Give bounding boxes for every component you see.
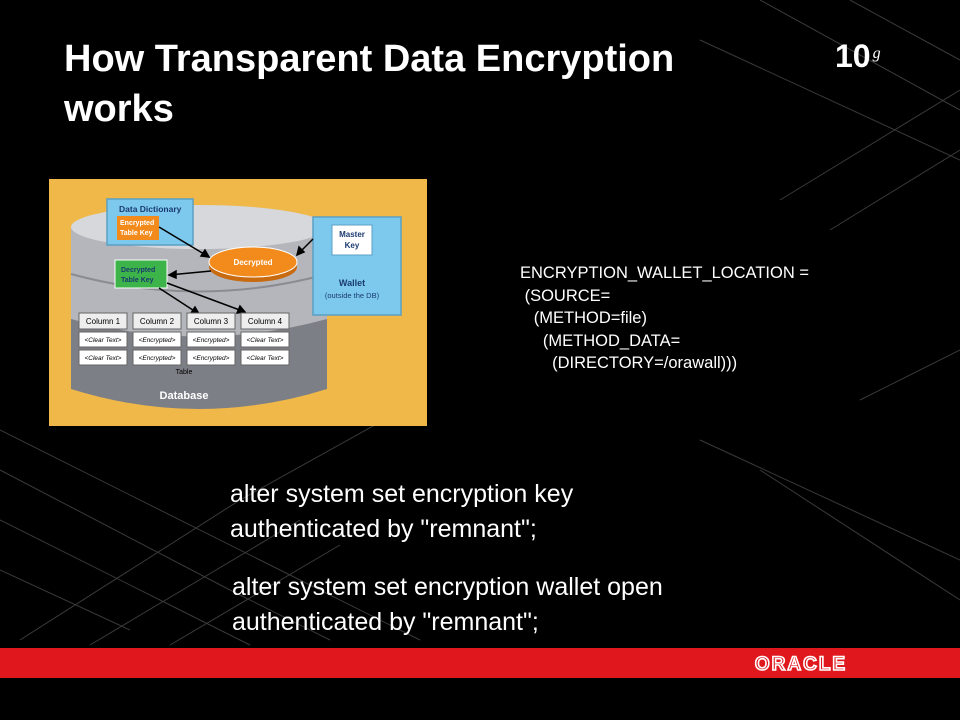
cell-r2-c2: <Encrypted> bbox=[139, 355, 176, 362]
master-key-label-2: Key bbox=[345, 241, 360, 250]
decrypted-ellipse bbox=[208, 246, 298, 278]
master-key-label-1: Master bbox=[339, 230, 365, 239]
table-grid bbox=[78, 312, 290, 366]
wallet-note: (outside the DB) bbox=[325, 291, 380, 300]
database-label: Database bbox=[160, 390, 209, 402]
command-open-wallet: alter system set encryption wallet open … bbox=[232, 573, 663, 636]
decrypted-table-key-box bbox=[114, 259, 168, 289]
encrypted-key-label-1: Encrypted bbox=[120, 220, 154, 227]
decrypted-label: Decrypted bbox=[233, 258, 272, 267]
column-header-4: Column 4 bbox=[248, 317, 283, 326]
oracle-logo-text: ORACLE bbox=[755, 654, 847, 675]
data-dictionary-label: Data Dictionary bbox=[119, 204, 182, 214]
footer-bar bbox=[0, 648, 960, 678]
cell-r1-c2: <Encrypted> bbox=[139, 337, 176, 344]
column-header-2: Column 2 bbox=[140, 317, 175, 326]
encrypted-table-key-box bbox=[117, 216, 159, 240]
cell-r2-c1: <Clear Text> bbox=[85, 355, 122, 362]
wallet-config-code: ENCRYPTION_WALLET_LOCATION = (SOURCE= (M… bbox=[520, 264, 809, 372]
column-header-3: Column 3 bbox=[194, 317, 229, 326]
slide-title: How Transparent Data Encryption works bbox=[64, 38, 675, 130]
tde-diagram: Master Key Wallet (outside the DB) Data … bbox=[49, 179, 427, 426]
wallet-label: Wallet bbox=[339, 278, 365, 288]
encrypted-key-label-2: Table Key bbox=[120, 230, 153, 237]
decrypted-key-label-2: Table Key bbox=[121, 277, 154, 284]
table-label: Table bbox=[176, 369, 193, 376]
cell-r2-c3: <Encrypted> bbox=[193, 355, 230, 362]
column-header-1: Column 1 bbox=[86, 317, 121, 326]
cell-r1-c4: <Clear Text> bbox=[247, 337, 284, 344]
cell-r1-c1: <Clear Text> bbox=[85, 337, 122, 344]
cell-r1-c3: <Encrypted> bbox=[193, 337, 230, 344]
command-set-encryption-key: alter system set encryption key authenti… bbox=[230, 480, 574, 543]
cell-r2-c4: <Clear Text> bbox=[247, 355, 284, 362]
master-key-box bbox=[331, 224, 373, 256]
decrypted-key-label-1: Decrypted bbox=[121, 267, 155, 274]
oracle-logo: ORACLE bbox=[754, 653, 847, 676]
